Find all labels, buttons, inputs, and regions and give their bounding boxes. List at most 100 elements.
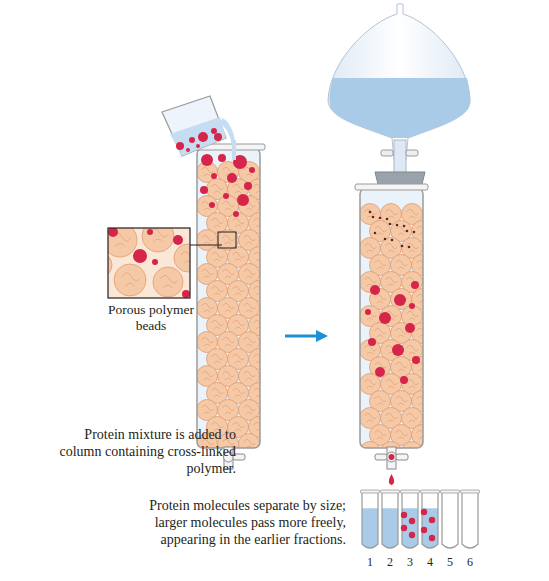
protein-molecule [214,133,222,141]
tube-rim [381,490,400,493]
bead-pore [223,303,235,309]
protein-molecule [237,194,249,206]
bead-pore [398,369,404,371]
protein-molecule [384,238,387,241]
bead-pore [204,242,210,244]
protein-molecule [409,518,415,524]
bead-pore [214,225,220,227]
protein-molecule [200,186,208,194]
bead-pore [223,167,235,173]
protein-molecule [152,259,158,265]
bead-pore [223,201,235,207]
fraction-liquid [382,508,398,548]
fraction-number: 4 [421,555,439,569]
bead-pore [204,174,210,176]
bead-pore [244,235,256,241]
bead-pore [204,412,210,414]
bead-pore [161,275,178,283]
protein-molecule [365,309,371,315]
bead-pore [244,337,256,343]
protein-molecule [429,517,435,523]
protein-molecule [375,367,385,377]
bead-pore [407,311,419,317]
bead-pore [409,386,415,388]
bead-pore [407,413,419,419]
test-tube [402,492,418,548]
protein-molecule [211,128,217,134]
protein-molecule [233,211,239,217]
bead-pore [407,243,419,249]
bead-pore [254,286,260,292]
test-tube [462,492,478,548]
bead-pore [204,310,210,312]
bead-pore [386,277,398,283]
bead-pore [365,209,377,215]
bead-pore [367,386,373,388]
tube-rim [441,490,460,493]
bead-pore [375,226,387,232]
bead-pore [223,235,235,241]
bead-pore [225,344,231,346]
bead-pore [407,379,419,385]
bead-pore [212,388,224,394]
bead-pore [235,225,241,227]
protein-molecule [379,217,382,220]
bead-pore [254,388,260,394]
bead-pore [235,191,241,193]
protein-molecule [370,285,380,295]
protein-molecule [372,216,375,219]
polymer-bead [239,434,260,449]
protein-molecule [379,312,391,324]
protein-molecule [211,173,217,179]
bead-pore [365,345,377,351]
zoom-box [218,232,236,248]
bead-pore [417,396,423,402]
protein-molecule [198,132,208,142]
bead-pore [212,320,224,326]
bead-pore [235,259,241,261]
protein-molecule [186,148,190,152]
bead-pore [244,303,256,309]
polymer-bead [142,228,174,252]
bead-pore [388,386,394,388]
bead-pore [225,412,231,414]
bead-pore [365,243,377,249]
bead-pore [367,420,373,422]
polymer-bead [174,244,190,272]
protein-molecule [147,229,153,235]
bead-pore [225,378,231,380]
bead-pore [125,283,135,286]
bead-pore [254,184,260,190]
test-tube [362,492,378,548]
bead-pore [254,320,260,326]
bead-pore [233,320,245,326]
bead-pore [233,388,245,394]
protein-molecule [401,245,404,248]
protein-molecule [392,344,404,356]
protein-molecule [133,249,147,263]
fraction-number: 6 [461,555,479,569]
bead-pore [212,286,224,292]
bead-pore [367,352,373,354]
bead-pore [409,420,415,422]
bead-pore [377,267,383,269]
glass-column [360,188,423,448]
bead-pore [214,293,220,295]
protein-molecule [249,167,255,173]
bead-pore [377,335,383,337]
protein-drop [389,454,395,460]
bead-pore [204,378,210,380]
bead-pore [365,277,377,283]
bead-pore [164,285,173,288]
protein-molecule [223,193,229,199]
tube-rim [421,490,440,493]
bead-pore [246,276,252,278]
bead-pore [214,361,220,363]
leader-line [190,245,222,246]
protein-molecule [400,376,408,384]
protein-molecule [227,173,237,183]
test-tube [442,492,458,548]
bead-pore [396,430,408,436]
bead-pore [204,208,210,210]
bead-pore [417,294,423,300]
